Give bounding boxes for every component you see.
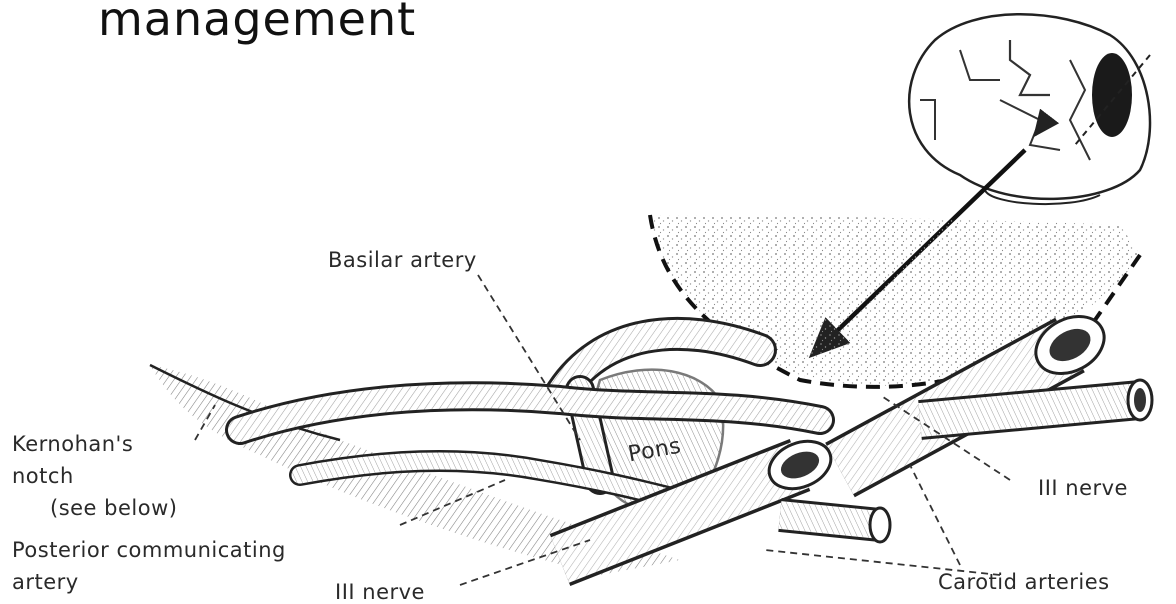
label-iii-nerve-right: III nerve: [1038, 476, 1128, 500]
label-kernohan-2: notch: [12, 464, 74, 488]
label-posterior-communicating-1: Posterior communicating: [12, 538, 286, 562]
label-posterior-communicating-2: artery: [12, 570, 79, 594]
label-iii-nerve-bottom: III nerve: [335, 580, 425, 604]
label-kernohan-1: Kernohan's: [12, 432, 133, 456]
label-basilar-artery: Basilar artery: [328, 248, 477, 272]
label-kernohan-3: (see below): [50, 496, 177, 520]
artery-branch-bottom: [780, 508, 890, 542]
label-carotid-arteries: Carotid arteries: [938, 570, 1110, 594]
brain-cross-section-inset: [909, 14, 1150, 204]
